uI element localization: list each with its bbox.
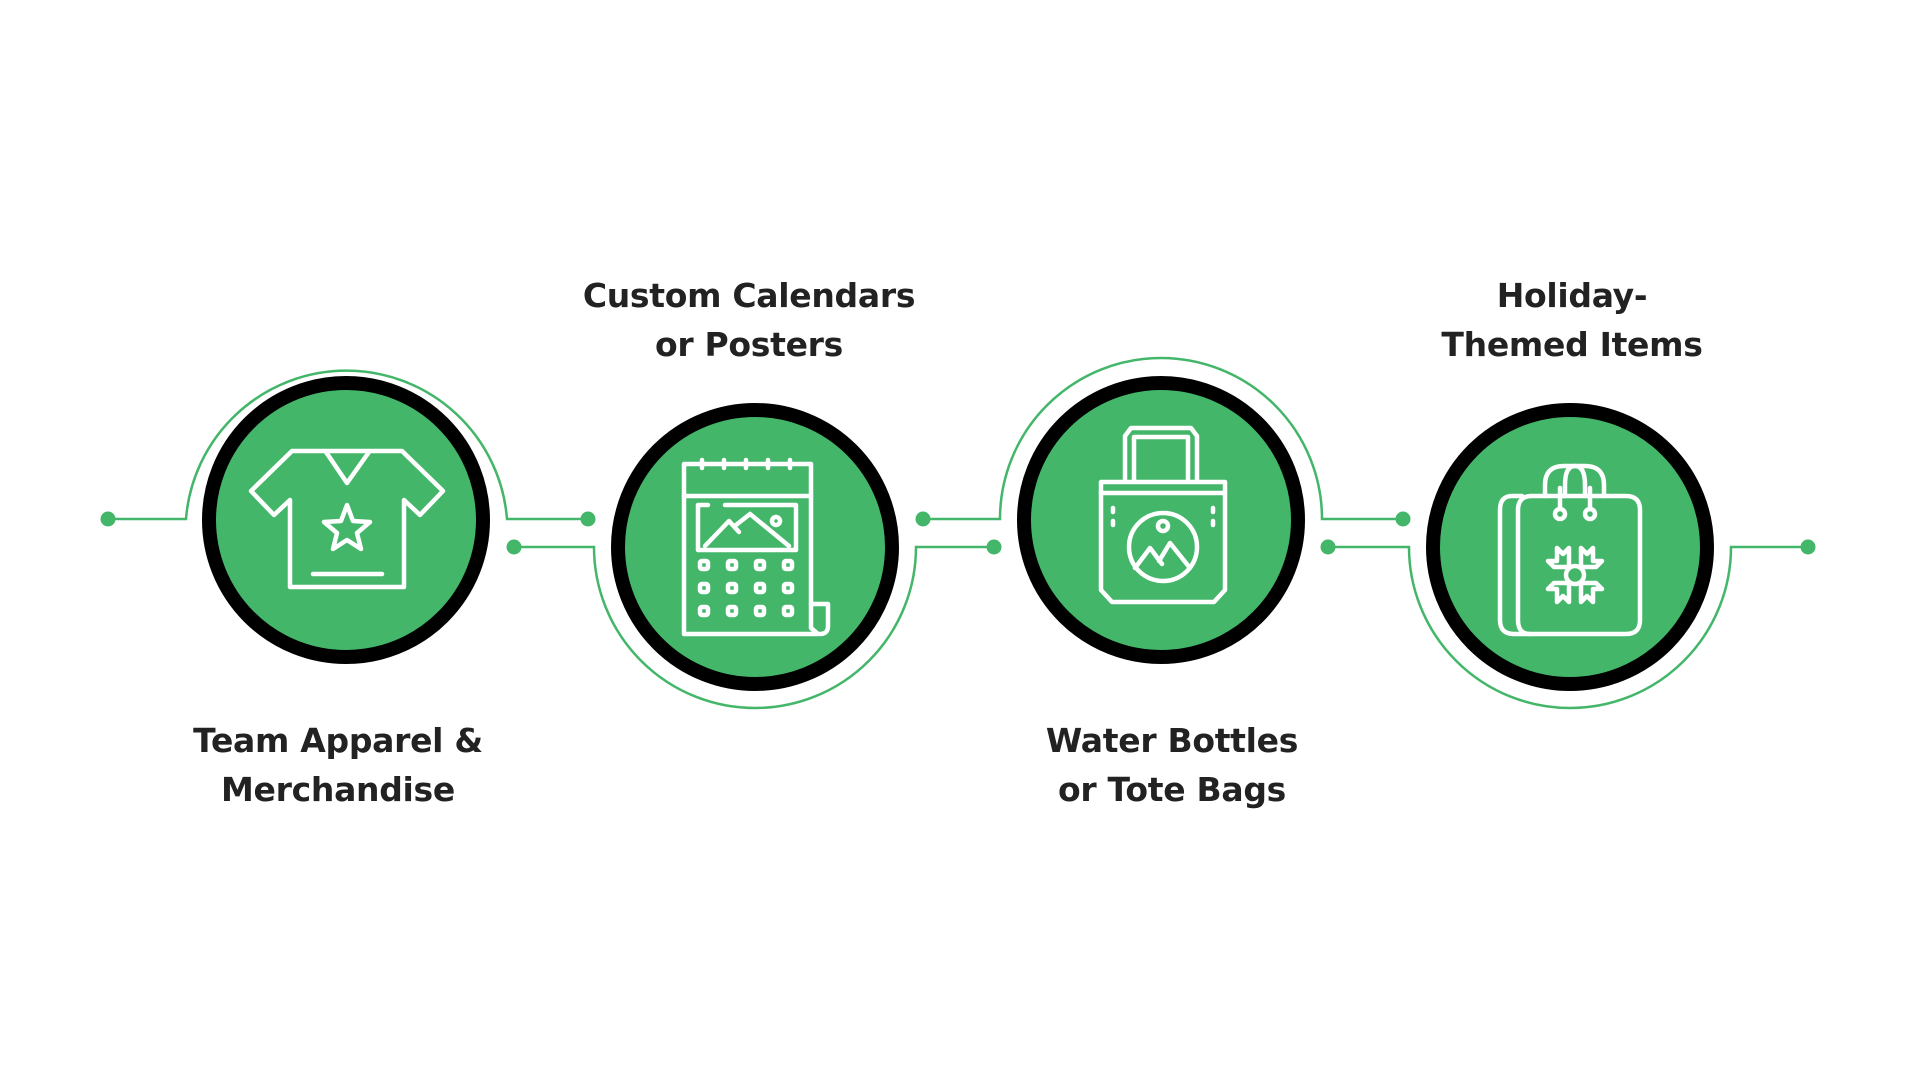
- dot: [1395, 511, 1411, 527]
- connector-lines: [108, 356, 1808, 710]
- gift-bag-snowflake-icon: [1497, 463, 1643, 637]
- connector-2: [514, 545, 994, 710]
- step-circle-custom-calendars: [611, 403, 899, 691]
- dot: [1800, 539, 1816, 555]
- label-team-apparel: Team Apparel & Merchandise: [128, 716, 548, 814]
- connector-3: [923, 356, 1403, 521]
- connector-4: [1328, 545, 1808, 710]
- connector-1: [108, 369, 588, 521]
- label-water-bottles: Water Bottles or Tote Bags: [962, 716, 1382, 814]
- label-line: Water Bottles: [1045, 721, 1299, 760]
- dot: [580, 511, 596, 527]
- step-circle-water-bottles: [1017, 376, 1305, 664]
- dot: [986, 539, 1002, 555]
- label-line: or Tote Bags: [1058, 770, 1286, 809]
- connector-dots: [100, 511, 1816, 555]
- dot: [915, 511, 931, 527]
- dot: [100, 511, 116, 527]
- label-line: Themed Items: [1441, 325, 1703, 364]
- label-line: Team Apparel &: [193, 721, 483, 760]
- dot: [1320, 539, 1336, 555]
- t-shirt-star-icon: [248, 448, 446, 590]
- label-custom-calendars: Custom Calendars or Posters: [539, 271, 959, 369]
- calendar-image-icon: [681, 457, 831, 637]
- calendar-grid: [697, 558, 795, 618]
- dot: [506, 539, 522, 555]
- label-line: Custom Calendars: [582, 276, 916, 315]
- label-holiday-items: Holiday- Themed Items: [1362, 271, 1782, 369]
- label-line: Holiday-: [1496, 276, 1648, 315]
- label-line: Merchandise: [221, 770, 455, 809]
- tote-bag-image-icon: [1098, 425, 1228, 605]
- step-circle-team-apparel: [202, 376, 490, 664]
- label-line: or Posters: [654, 325, 843, 364]
- step-circle-holiday-items: [1426, 403, 1714, 691]
